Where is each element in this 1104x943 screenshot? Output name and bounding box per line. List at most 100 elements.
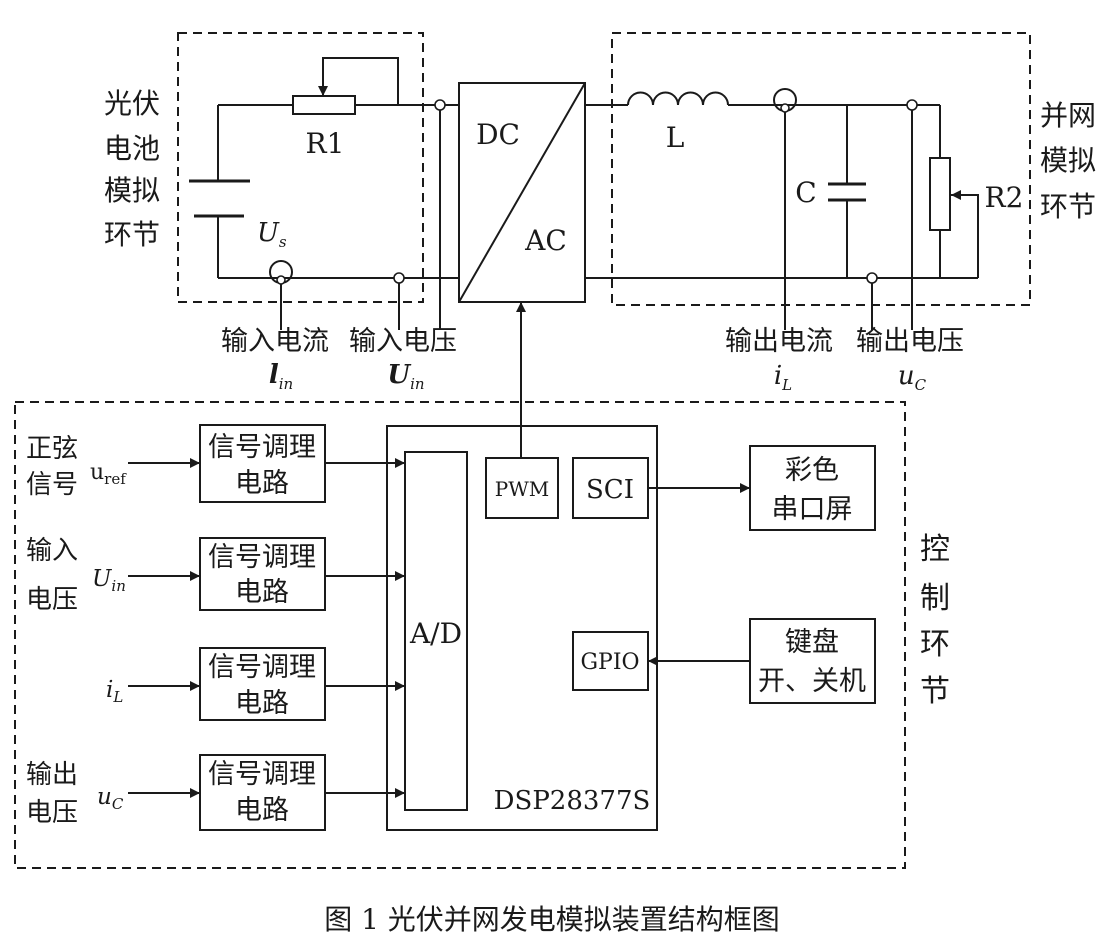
output-voltage-symbol-main: u — [898, 361, 915, 391]
adc-block — [404, 451, 468, 811]
input-current-label: 输入电流 — [221, 326, 329, 357]
signal-conditioning-block — [199, 424, 326, 503]
input-symbol-sub: in — [111, 577, 125, 595]
input-symbol: iL — [106, 677, 123, 706]
output-current-label: 输出电流 — [725, 326, 833, 357]
input-current-probe-tap — [276, 275, 286, 285]
pv-module: 光伏 电池 模拟 环节 R1 Us — [104, 32, 459, 330]
pv-module-label-line: 光伏 — [104, 87, 160, 120]
converter-ac-label: AC — [524, 224, 567, 257]
display-label-line: 彩色 — [785, 455, 839, 486]
output-current-symbol-main: i — [774, 361, 782, 391]
pwm-block — [485, 457, 559, 519]
r2-wiper — [951, 190, 979, 278]
signal-conditioning-block — [199, 754, 326, 831]
pwm-label: PWM — [495, 477, 550, 501]
signal-conditioning-block — [199, 537, 326, 611]
output-voltage-terminal-bottom — [866, 272, 878, 284]
source-voltage-label: Us — [257, 218, 287, 251]
input-voltage-terminal-top — [434, 99, 446, 111]
grid-module-label-line: 模拟 — [1040, 144, 1096, 177]
dsp-model-label: DSP28377S — [494, 786, 651, 816]
keypad-label-line: 键盘 — [785, 627, 839, 658]
r2-resistor — [929, 157, 951, 231]
source-voltage-subscript: s — [279, 233, 287, 251]
output-voltage-symbol-sub: C — [915, 376, 927, 394]
converter-dc-label: DC — [476, 118, 520, 151]
input-name-line: 正弦 — [26, 434, 78, 464]
display-block — [749, 445, 876, 531]
input-name-line: 输出 — [26, 760, 78, 790]
input-voltage-symbol: Uin — [387, 360, 424, 393]
control-module-boundary — [14, 401, 906, 869]
pv-module-label-line: 模拟 — [104, 174, 160, 207]
control-module-label-char: 环 — [920, 627, 950, 662]
input-symbol: Uin — [92, 566, 126, 595]
input-symbol-sub: ref — [104, 470, 127, 488]
control-module-label-char: 节 — [920, 674, 950, 709]
keypad-label-line: 开、关机 — [758, 666, 866, 697]
input-symbol-sub: L — [112, 688, 123, 706]
input-symbol-main: u — [90, 460, 104, 485]
input-symbol-sub: C — [112, 795, 124, 813]
display-label-line: 串口屏 — [772, 494, 853, 525]
capacitor-label: C — [795, 176, 816, 209]
control-module: 控 制 环 节 正弦 信号 uref 输入 电压 Uin iL 输出 电压 uC — [14, 302, 950, 869]
input-current-symbol-main: l — [269, 360, 279, 390]
output-voltage-terminal-top — [906, 99, 918, 111]
measurement-labels: 输入电流 lin 输入电压 Uin 输出电流 iL 输出电压 uC — [221, 326, 964, 394]
grid-module: 并网 模拟 环节 L C R2 — [585, 32, 1096, 330]
signal-conditioning-label-line: 电路 — [235, 577, 289, 608]
gpio-label: GPIO — [580, 650, 639, 675]
grid-module-boundary — [611, 32, 1031, 306]
input-voltage-label: 输入电压 — [349, 326, 457, 357]
control-module-label-char: 控 — [920, 532, 950, 567]
sci-label: SCI — [586, 475, 634, 505]
signal-conditioning-label-line: 电路 — [235, 795, 289, 826]
inductor-label: L — [666, 121, 685, 154]
input-voltage-symbol-main: U — [387, 360, 411, 390]
converter-diagonal — [458, 82, 586, 303]
grid-module-label-line: 并网 — [1040, 99, 1096, 132]
output-voltage-symbol: uC — [898, 361, 927, 394]
output-voltage-label: 输出电压 — [856, 326, 964, 357]
pv-module-label-line: 环节 — [104, 218, 160, 251]
r1-resistor — [292, 95, 356, 115]
input-name-line: 信号 — [26, 470, 78, 500]
input-name-line: 电压 — [26, 798, 78, 828]
grid-module-label-line: 环节 — [1040, 190, 1096, 223]
output-current-symbol-sub: L — [781, 376, 792, 394]
r1-wiper — [318, 57, 399, 105]
input-voltage-terminal-bottom — [393, 272, 405, 284]
input-symbol: uref — [90, 460, 127, 488]
pv-module-label-line: 电池 — [104, 132, 160, 165]
signal-conditioning-label-line: 电路 — [235, 688, 289, 719]
keypad-block — [749, 618, 876, 704]
output-current-probe-tap — [780, 103, 790, 113]
input-voltage-symbol-sub: in — [410, 375, 424, 393]
r2-label: R2 — [985, 181, 1024, 214]
figure-caption: 图 1 光伏并网发电模拟装置结构框图 — [324, 903, 780, 936]
signal-conditioning-label-line: 信号调理 — [208, 542, 316, 573]
pv-module-boundary — [177, 32, 424, 303]
inductor-coil — [627, 91, 729, 106]
dc-ac-converter: DC AC — [458, 82, 586, 303]
output-current-symbol: iL — [774, 361, 792, 394]
signal-conditioning-label-line: 信号调理 — [208, 652, 316, 683]
adc-label: A/D — [409, 617, 462, 650]
input-name-line: 输入 — [26, 536, 78, 566]
input-current-symbol: lin — [269, 360, 293, 393]
gpio-block — [572, 631, 649, 691]
control-module-label-char: 制 — [920, 581, 950, 616]
signal-conditioning-label-line: 信号调理 — [208, 432, 316, 463]
input-symbol-main: u — [97, 784, 112, 810]
input-symbol: uC — [97, 784, 124, 813]
signal-conditioning-block — [199, 647, 326, 721]
signal-conditioning-label-line: 信号调理 — [208, 759, 316, 790]
r1-label: R1 — [306, 127, 345, 160]
input-current-symbol-sub: in — [279, 375, 293, 393]
input-symbol-main: i — [106, 677, 113, 703]
signal-conditioning-label-line: 电路 — [235, 468, 289, 499]
input-name-line: 电压 — [26, 585, 78, 615]
